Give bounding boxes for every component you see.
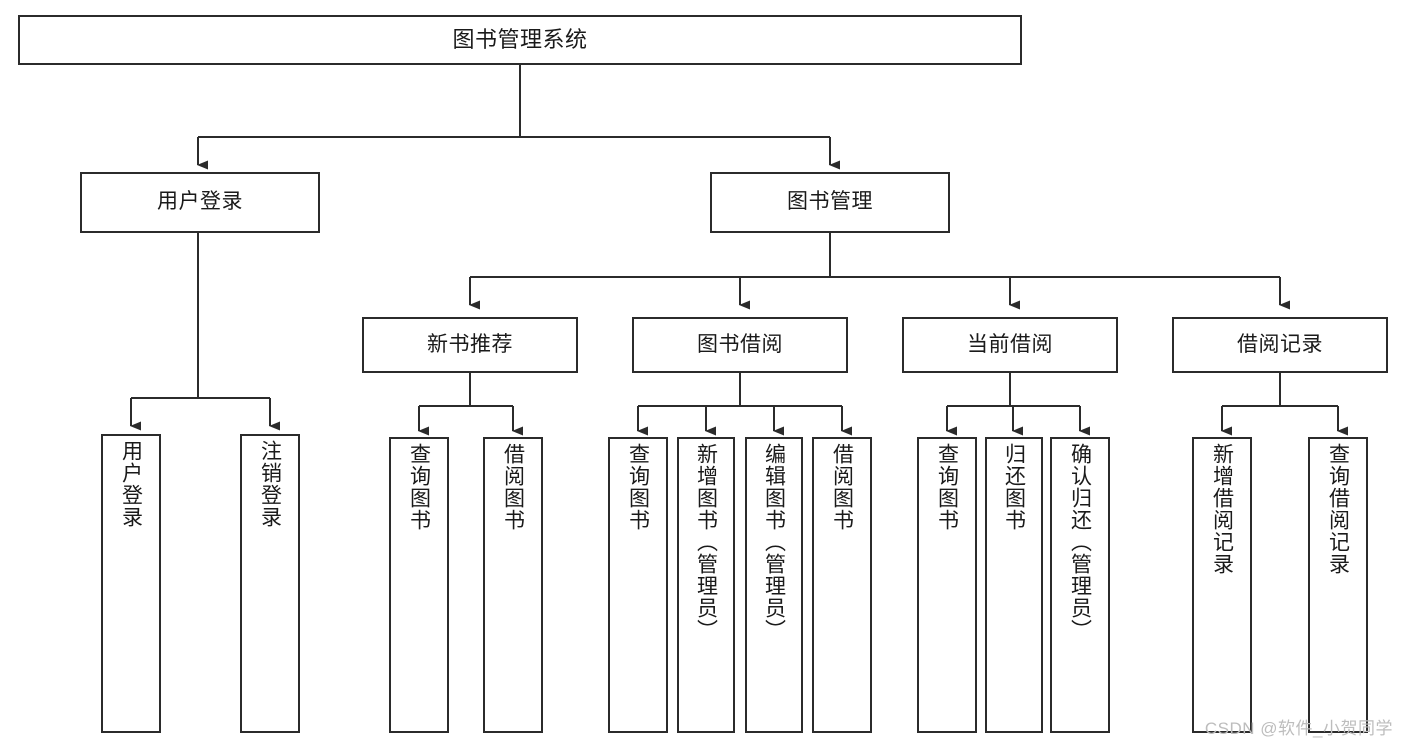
node-label: 新增借阅记录 <box>1210 443 1234 575</box>
node-book-manage[interactable]: 图书管理 <box>710 172 950 233</box>
node-leaf-borrow-book-1[interactable]: 借阅图书 <box>483 437 543 733</box>
node-label: 归还图书 <box>1002 443 1026 531</box>
node-leaf-query-book-1[interactable]: 查询图书 <box>389 437 449 733</box>
node-label: 用户登录 <box>157 190 243 214</box>
node-label: 注销登录 <box>258 440 282 528</box>
node-book-borrow[interactable]: 图书借阅 <box>632 317 848 373</box>
node-label: 查询图书 <box>626 443 650 531</box>
node-label: 借阅记录 <box>1237 332 1323 356</box>
node-label: 借阅图书 <box>830 443 854 531</box>
node-leaf-add-book[interactable]: 新增图书（管理员） <box>677 437 735 733</box>
node-leaf-add-record[interactable]: 新增借阅记录 <box>1192 437 1252 733</box>
node-label: 图书借阅 <box>697 332 783 356</box>
node-leaf-confirm-return[interactable]: 确认归还（管理员） <box>1050 437 1110 733</box>
node-leaf-logout-login[interactable]: 注销登录 <box>240 434 300 733</box>
node-borrow-record[interactable]: 借阅记录 <box>1172 317 1388 373</box>
node-leaf-user-login[interactable]: 用户登录 <box>101 434 161 733</box>
csdn-watermark: CSDN @软件_小贺同学 <box>1204 719 1393 738</box>
node-label: 图书管理系统 <box>452 27 588 53</box>
node-leaf-query-book-2[interactable]: 查询图书 <box>608 437 668 733</box>
node-leaf-query-book-3[interactable]: 查询图书 <box>917 437 977 733</box>
node-label: 编辑图书（管理员） <box>762 443 786 641</box>
node-label: 确认归还（管理员） <box>1068 443 1092 641</box>
node-leaf-borrow-book-2[interactable]: 借阅图书 <box>812 437 872 733</box>
node-label: 当前借阅 <box>967 332 1053 356</box>
node-label: 查询借阅记录 <box>1326 443 1350 575</box>
node-new-book-recommend[interactable]: 新书推荐 <box>362 317 578 373</box>
node-label: 新书推荐 <box>427 332 513 356</box>
node-leaf-query-record[interactable]: 查询借阅记录 <box>1308 437 1368 733</box>
node-label: 查询图书 <box>407 443 431 531</box>
node-current-borrow[interactable]: 当前借阅 <box>902 317 1118 373</box>
node-label: 新增图书（管理员） <box>694 443 718 641</box>
node-label: 借阅图书 <box>501 443 525 531</box>
node-leaf-edit-book[interactable]: 编辑图书（管理员） <box>745 437 803 733</box>
node-label: 图书管理 <box>787 190 873 214</box>
node-root-system[interactable]: 图书管理系统 <box>18 15 1022 65</box>
node-user-login[interactable]: 用户登录 <box>80 172 320 233</box>
node-label: 用户登录 <box>119 440 143 528</box>
node-leaf-return-book[interactable]: 归还图书 <box>985 437 1043 733</box>
node-label: 查询图书 <box>935 443 959 531</box>
